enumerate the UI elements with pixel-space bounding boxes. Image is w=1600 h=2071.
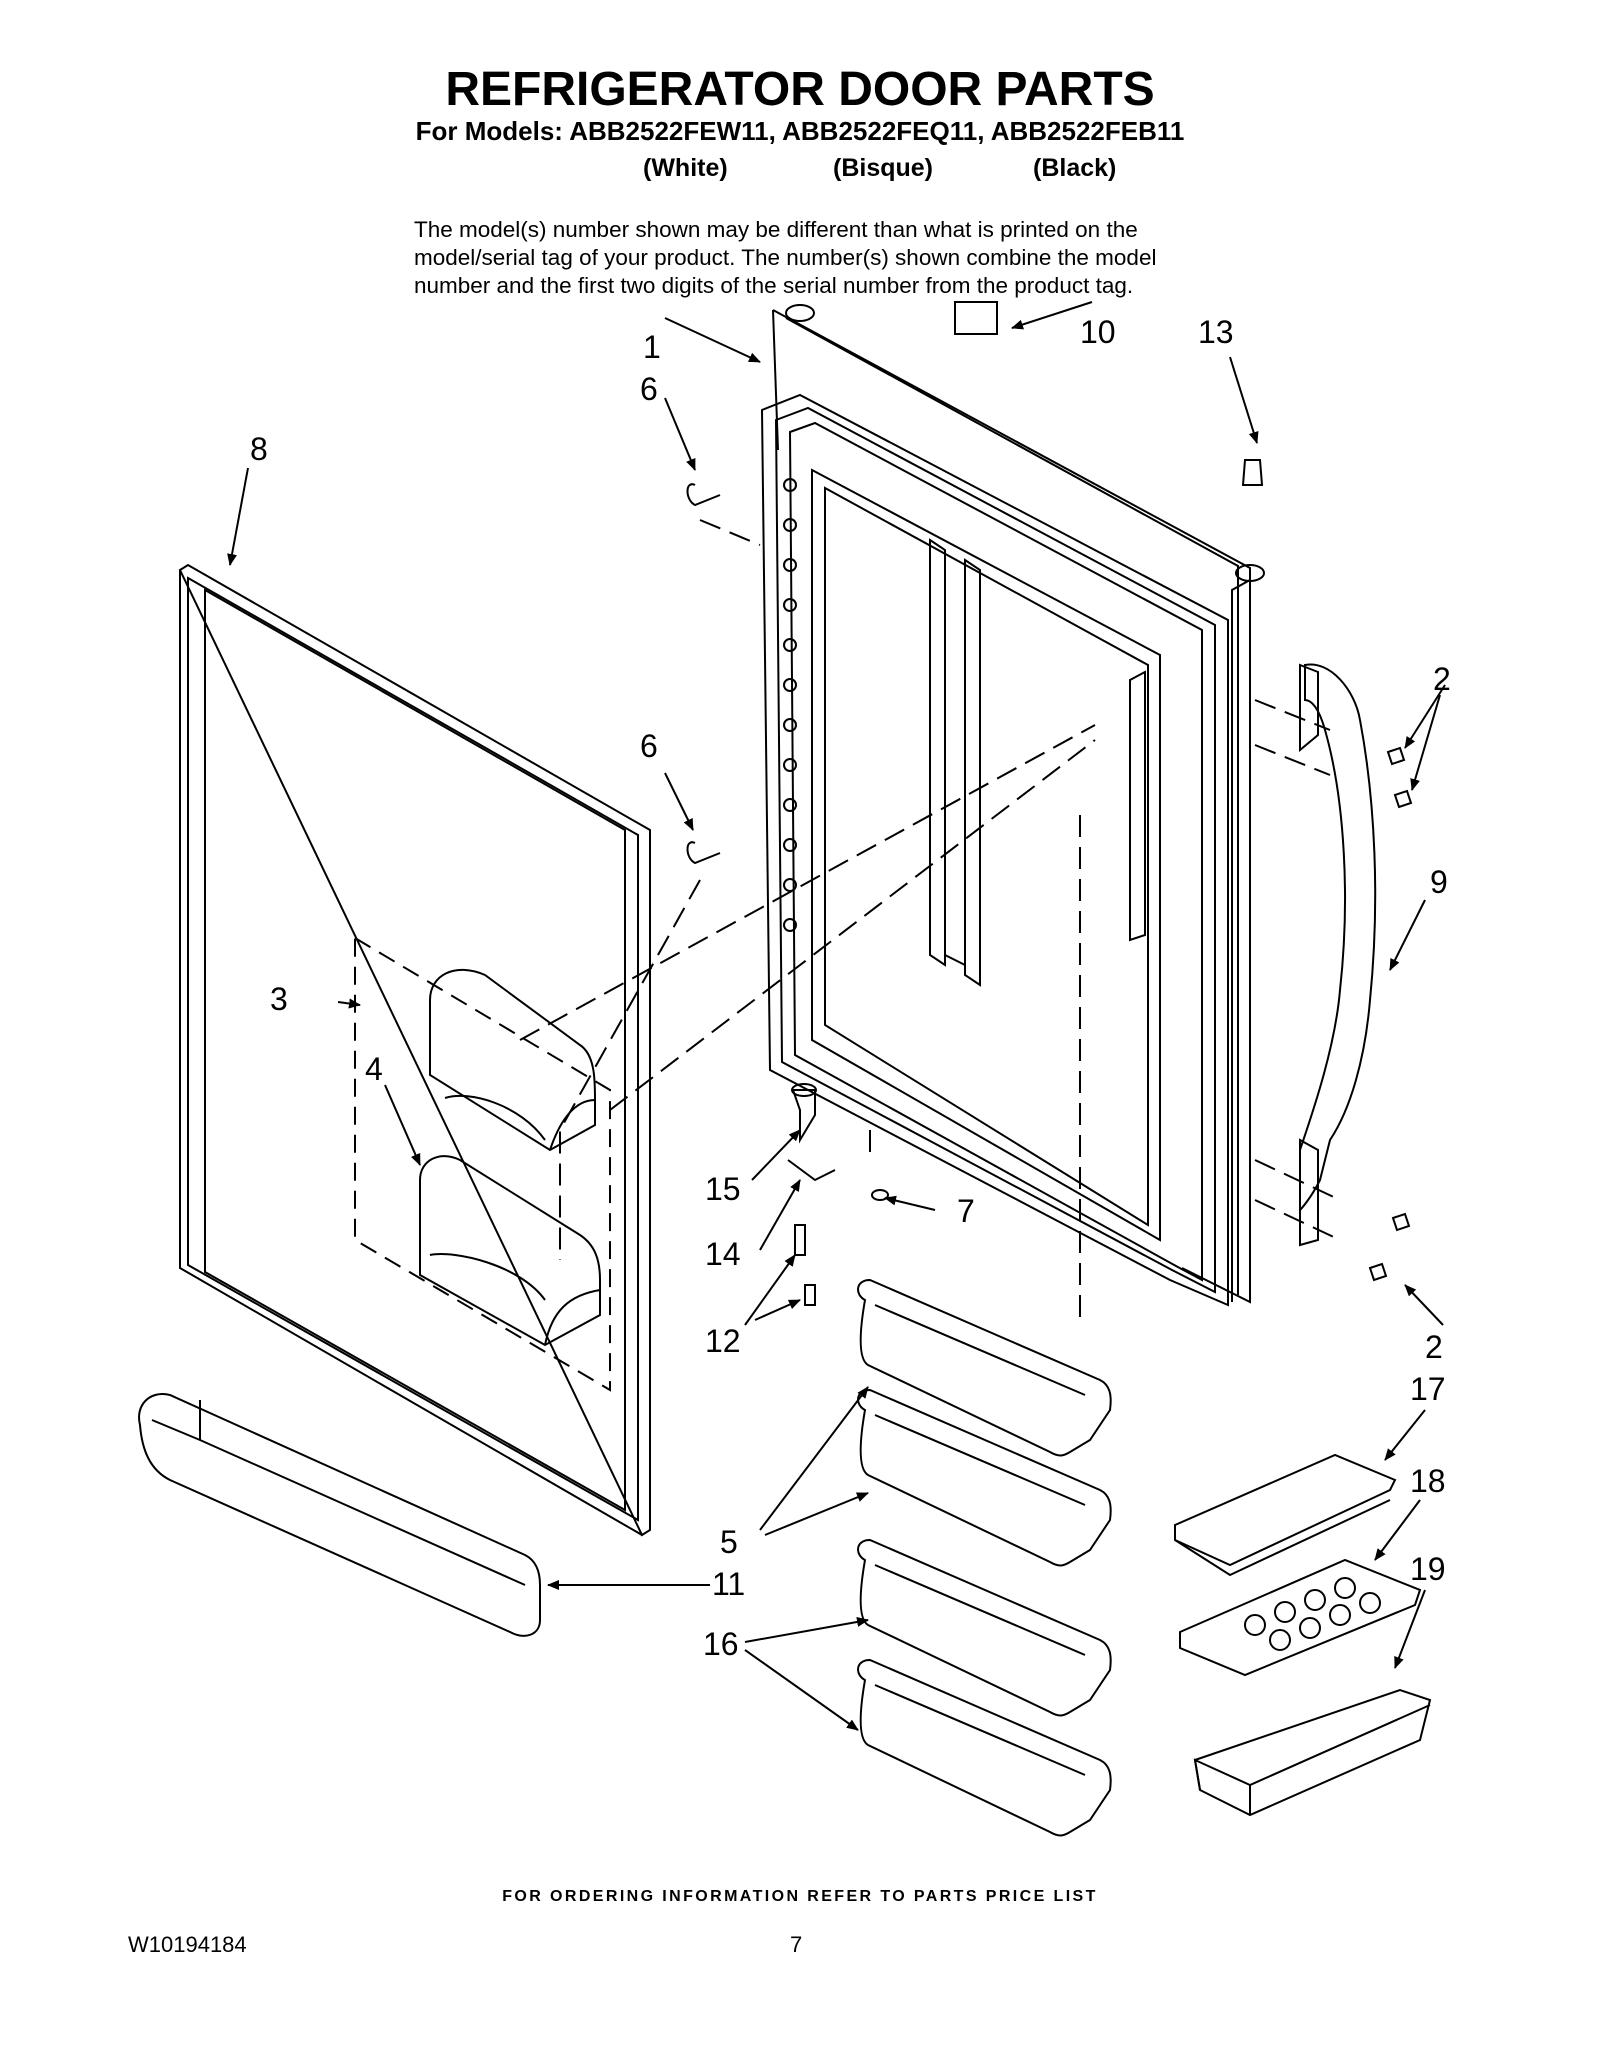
door-outer-panel (772, 304, 1265, 1304)
egg-tray-cover (1174, 1453, 1397, 1577)
callout-18: 18 (1410, 1463, 1446, 1499)
callout-labels: 1 6 10 13 8 2 6 9 3 4 15 7 14 12 2 17 18… (250, 314, 1451, 1662)
shelf-cams (783, 478, 797, 932)
callout-13: 13 (1198, 314, 1234, 350)
dispenser-tray (419, 1155, 601, 1347)
door-bin-3 (857, 1538, 1112, 1717)
callout-11: 11 (712, 1566, 745, 1602)
callout-7: 7 (957, 1193, 975, 1229)
alignment-lines (519, 519, 1341, 1320)
document-number: W10194184 (128, 1932, 247, 1957)
note-line-3: number and the first two digits of the s… (414, 273, 1134, 298)
door-bin-large (138, 1393, 541, 1637)
callout-19: 19 (1410, 1551, 1446, 1587)
handle-screws (1368, 746, 1413, 1282)
callout-2-top: 2 (1433, 661, 1451, 697)
door-handle (1299, 663, 1377, 1247)
dispenser-module-outline (354, 936, 611, 1392)
door-gasket (178, 563, 651, 1537)
callout-15: 15 (705, 1171, 741, 1207)
callout-3: 3 (270, 981, 288, 1017)
page-title: REFRIGERATOR DOOR PARTS (445, 63, 1155, 116)
callout-16: 16 (703, 1626, 739, 1662)
dairy-bin (1193, 1688, 1432, 1817)
color-black: (Black) (1033, 154, 1117, 182)
callout-1: 1 (643, 329, 661, 365)
leader-arrows (227, 301, 1446, 1731)
door-inner-liner (760, 393, 1229, 1307)
note-line-1: The model(s) number shown may be differe… (414, 217, 1138, 242)
note-line-2: model/serial tag of your product. The nu… (414, 245, 1157, 270)
ordering-info: FOR ORDERING INFORMATION REFER TO PARTS … (502, 1888, 1098, 1905)
model-list: For Models: ABB2522FEW11, ABB2522FEQ11, … (415, 116, 1185, 146)
model-number-note: The model(s) number shown may be differe… (414, 216, 1156, 300)
callout-6-top: 6 (640, 371, 658, 407)
label-tag (954, 301, 998, 335)
callout-14: 14 (705, 1236, 741, 1272)
callout-9: 9 (1430, 864, 1448, 900)
callout-17: 17 (1410, 1371, 1446, 1407)
door-bin-2 (857, 1388, 1112, 1567)
callout-12: 12 (705, 1323, 741, 1359)
door-bin-1 (857, 1278, 1112, 1457)
callout-5: 5 (720, 1524, 738, 1560)
callout-8: 8 (250, 431, 268, 467)
callout-4: 4 (365, 1051, 383, 1087)
page-number: 7 (790, 1932, 803, 1957)
callout-2-bottom: 2 (1425, 1329, 1443, 1365)
small-hardware (686, 459, 1264, 1306)
color-bisque: (Bisque) (833, 154, 933, 182)
egg-tray (1179, 1558, 1422, 1677)
color-white: (White) (643, 154, 728, 182)
callout-10: 10 (1080, 314, 1116, 350)
door-bin-4 (857, 1658, 1112, 1837)
callout-6-mid: 6 (640, 728, 658, 764)
